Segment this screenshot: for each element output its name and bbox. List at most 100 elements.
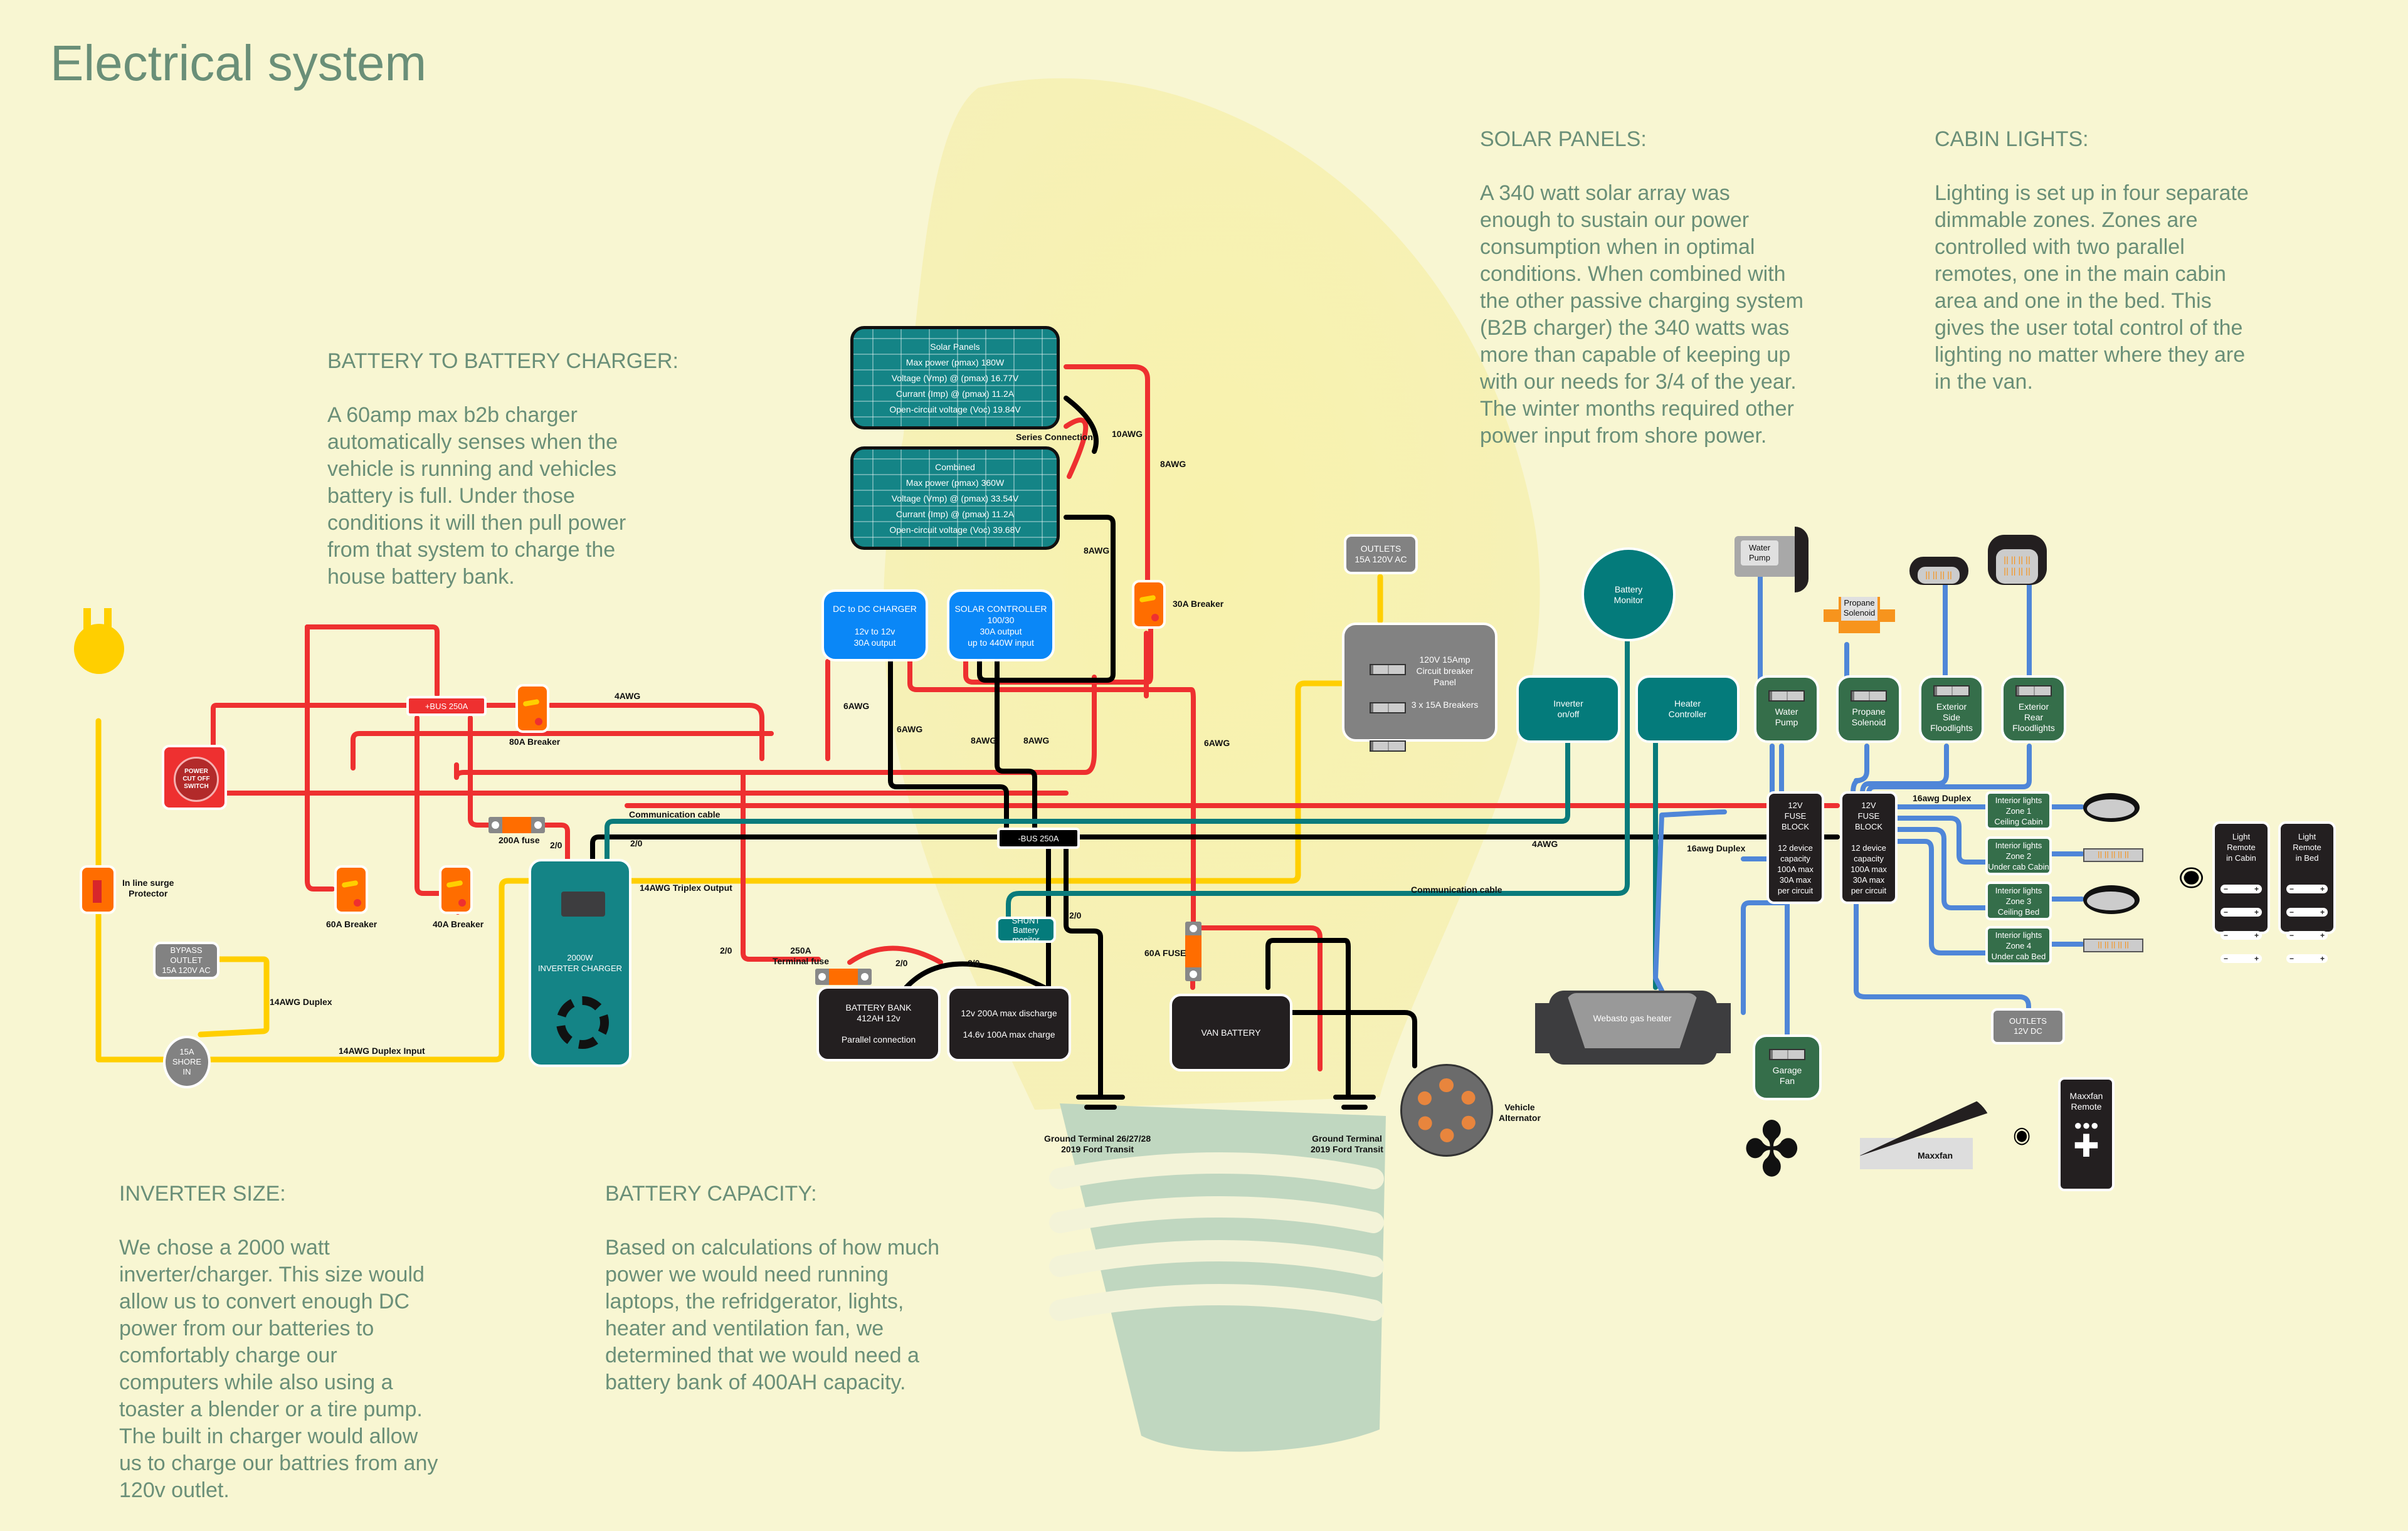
shore-power-inlet[interactable]: 15A SHORE IN — [163, 1036, 211, 1088]
rear-floodlight-icon: || || || |||| || || || — [1988, 535, 2047, 585]
heater-controller[interactable]: Heater Controller — [1635, 675, 1740, 743]
dimmer-row[interactable]: −+ — [2221, 885, 2262, 893]
breaker-40a[interactable] — [439, 865, 473, 914]
note-heading: SOLAR PANELS: — [1480, 127, 1647, 151]
dimmer-row[interactable]: −+ — [2221, 931, 2262, 940]
breaker-30a-label: 30A Breaker — [1173, 599, 1224, 609]
note-solar-panels: SOLAR PANELS: A 340 watt solar array was… — [1480, 99, 1869, 476]
note-battery-capacity: BATTERY CAPACITY: Based on calculations … — [605, 1154, 1006, 1423]
breaker-60a[interactable] — [334, 865, 368, 914]
maxxfan-remote[interactable]: Maxxfan Remote ●●● ✚ — [2058, 1077, 2115, 1191]
dimmer-row[interactable]: −+ — [2221, 954, 2262, 963]
dimmer-row[interactable]: −+ — [2286, 931, 2328, 940]
ground-terminal-1: Ground Terminal 26/27/28 2019 Ford Trans… — [1044, 1134, 1151, 1154]
note-b2b-charger: BATTERY TO BATTERY CHARGER: A 60amp max … — [327, 321, 729, 618]
inverter-charger: 2000W INVERTER CHARGER — [529, 859, 631, 1067]
solar-controller: SOLAR CONTROLLER 100/30 30A output up to… — [947, 589, 1055, 661]
toggle-switch-icon[interactable] — [2015, 685, 2052, 697]
breaker-30a[interactable] — [1132, 580, 1166, 629]
fan-icon: ✤ — [1743, 1107, 1800, 1194]
wire-label: Communication cable — [629, 809, 721, 819]
wireless-signal-icon: ◉ — [2171, 866, 2207, 890]
wire-label: 4AWG — [1532, 839, 1558, 849]
wire-label: 2/0 — [630, 838, 643, 848]
light-remote-bed[interactable]: Light Remote in Bed −+ −+ −+ −+ — [2278, 821, 2336, 963]
breaker-switch-icon[interactable] — [1370, 740, 1406, 752]
note-heading: CABIN LIGHTS: — [1935, 127, 2089, 151]
dimmer-row[interactable]: −+ — [2286, 954, 2328, 963]
bypass-outlet: BYPASS OUTLET 15A 120V AC — [153, 942, 219, 979]
battery-monitor[interactable]: Battery Monitor — [1582, 547, 1676, 641]
wire-label: 14AWG Duplex Input — [339, 1046, 425, 1056]
dimmer-row[interactable]: −+ — [2286, 885, 2328, 893]
note-heading: INVERTER SIZE: — [119, 1182, 286, 1206]
light-zone-3[interactable]: Interior lights Zone 3 Ceiling Bed — [1985, 881, 2052, 920]
alternator-label: Vehicle Alternator — [1499, 1102, 1541, 1123]
breaker-60a-label: 60A Breaker — [326, 919, 378, 929]
inverter-charger-label: 2000W INVERTER CHARGER — [537, 953, 623, 973]
note-body: We chose a 2000 watt inverter/charger. T… — [119, 1236, 438, 1502]
ceiling-light-icon — [2083, 793, 2140, 822]
switch-water-pump[interactable]: Water Pump — [1754, 675, 1819, 743]
light-zone-2[interactable]: Interior lights Zone 2 Under cab Cabin — [1985, 836, 2052, 875]
toggle-switch-icon[interactable] — [1933, 685, 1970, 697]
power-cutoff-switch[interactable]: POWER CUT OFF SWITCH — [162, 745, 227, 810]
light-zone-4[interactable]: Interior lights Zone 4 Under cab Bed — [1985, 926, 2052, 965]
wire-label: 16awg Duplex — [1913, 793, 1972, 803]
dimmer-row[interactable]: −+ — [2286, 908, 2328, 917]
outlets-12v-dc: OUTLETS 12V DC — [1991, 1008, 2065, 1044]
wire-label: 10AWG — [1112, 429, 1143, 439]
wire-label: 8AWG — [1160, 459, 1186, 469]
wire-label: Communication cable — [1411, 885, 1502, 895]
wireless-signal-icon: ◉ — [2013, 1122, 2031, 1148]
panel-spec: Max power (pmax) 360W — [906, 478, 1005, 488]
breaker-switch-icon[interactable] — [1370, 664, 1406, 675]
ground-terminal-2: Ground Terminal 2019 Ford Transit — [1311, 1134, 1383, 1154]
switch-exterior-side-floodlights[interactable]: Exterior Side Floodlights — [1919, 675, 1984, 743]
note-inverter-size: INVERTER SIZE: We chose a 2000 watt inve… — [119, 1154, 508, 1531]
panel-spec: Open-circuit voltage (Voc) 39.68V — [889, 525, 1021, 535]
wire-label: 16awg Duplex — [1687, 843, 1746, 853]
panel-spec: Max power (pmax) 180W — [906, 357, 1005, 367]
switch-exterior-rear-floodlights[interactable]: Exterior Rear Floodlights — [2001, 675, 2066, 743]
light-remote-cabin[interactable]: Light Remote in Cabin −+ −+ −+ −+ — [2212, 821, 2270, 963]
circuit-breaker-panel-label: 120V 15Amp Circuit breaker Panel 3 x 15A… — [1411, 655, 1479, 710]
breaker-80a[interactable] — [515, 684, 549, 733]
breaker-switch-icon[interactable] — [1370, 702, 1406, 713]
note-body: A 340 watt solar array was enough to sus… — [1480, 181, 1803, 448]
propane-solenoid-icon: Propane Solenoid — [1824, 597, 1895, 642]
power-cutoff-label: POWER CUT OFF SWITCH — [174, 757, 219, 802]
outlets-120v-ac: OUTLETS 15A 120V AC — [1344, 534, 1418, 574]
inverter-on-off-switch[interactable]: Inverter on/off — [1516, 675, 1620, 743]
switch-propane-solenoid[interactable]: Propane Solenoid — [1836, 675, 1901, 743]
fuse-60a-label: 60A FUSE — [1144, 948, 1186, 958]
toggle-switch-icon[interactable] — [1851, 690, 1887, 702]
wire-label: 2/0 — [895, 958, 908, 968]
panel-spec: Currant (Imp) @ (pmax) 11.2A — [895, 389, 1015, 399]
note-cabin-lights: CABIN LIGHTS: Lighting is set up in four… — [1935, 99, 2323, 423]
toggle-switch-icon[interactable] — [1768, 690, 1805, 702]
fuse-200a-label: 200A fuse — [499, 835, 540, 845]
wire-label: 14AWG Duplex — [270, 997, 332, 1007]
switch-label: Exterior Rear Floodlights — [2012, 701, 2055, 733]
remote-plus-icon[interactable]: ✚ — [2073, 1129, 2099, 1164]
inverter-fan-vent-icon — [556, 996, 609, 1049]
toggle-switch-icon[interactable] — [1769, 1048, 1805, 1060]
ground-symbols — [1076, 1095, 1376, 1110]
dimmer-controls: −+ −+ −+ −+ — [2286, 872, 2328, 976]
dimmer-row[interactable]: −+ — [2221, 908, 2262, 917]
panel-title: Combined — [935, 462, 975, 472]
strip-light-icon: || || || || || — [2083, 848, 2143, 862]
note-heading: BATTERY TO BATTERY CHARGER: — [327, 349, 679, 373]
page-title: Electrical system — [50, 35, 427, 91]
fuse-block-2: 12V FUSE BLOCK 12 device capacity 100A m… — [1840, 791, 1898, 904]
surge-switch-icon[interactable] — [93, 880, 102, 903]
light-zone-1[interactable]: Interior lights Zone 1 Ceiling Cabin — [1985, 791, 2052, 830]
switch-garage-fan[interactable]: Garage Fan — [1753, 1034, 1822, 1100]
solar-panel-combined: Combined Max power (pmax) 360W Voltage (… — [850, 446, 1060, 550]
shunt-battery-monitor: SHUNT Battery monitor — [996, 916, 1056, 944]
switch-label: Propane Solenoid — [1851, 707, 1886, 727]
wire-label: 8AWG — [971, 735, 997, 745]
note-body: A 60amp max b2b charger automatically se… — [327, 403, 626, 589]
circuit-breaker-panel: 120V 15Amp Circuit breaker Panel 3 x 15A… — [1342, 623, 1497, 752]
